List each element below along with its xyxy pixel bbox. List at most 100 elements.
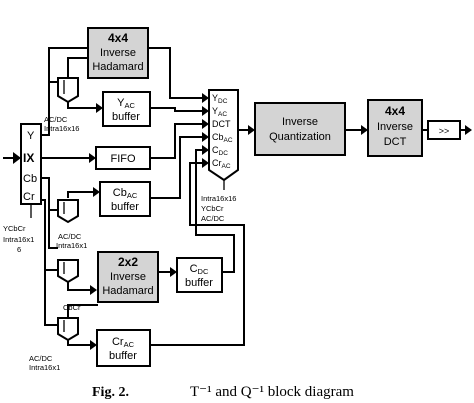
center-port-3-name: Cb [212,132,224,142]
crac-buffer-block: CrAC buffer [96,329,151,367]
shift-block: >> [427,120,461,140]
h4-line3: Hadamard [92,61,143,73]
hadamard-2x2-block: 2x2 Inverse Hadamard [97,251,159,303]
cbac-sub: AC [127,191,138,200]
center-port-0: YDC [212,93,228,105]
wire-y-bus [41,47,88,136]
left-demux: Y IX Cb Cr YCbCr Intra16x1 6 [3,123,42,254]
center-port-5-name: Cr [212,158,222,168]
iq-line2: Quantization [269,131,331,143]
yac-buffer-label: buffer [112,111,140,123]
fifo-label: FIFO [110,153,135,165]
center-port-4: CDC [212,145,228,157]
wire-fifo-to-dct [150,123,202,159]
mux-4: AC/DC Intra16x1 [29,317,79,372]
mux-2: AC/DC Intra16x1 [56,199,87,250]
wire-yac-to-mux [150,107,202,112]
wire-cb-to-mux3 [48,210,58,249]
demux-footer-1: YCbCr [3,224,26,233]
center-port-1: YAC [212,106,227,118]
arrow-dct [202,119,209,129]
idct-line1: 4x4 [385,104,405,118]
arrow-fifo [89,153,96,163]
inverse-quantization-block: Inverse Quantization [254,102,346,156]
cdc-buffer-label: buffer [185,277,213,289]
arrow-out [465,125,472,135]
arrow-idct [361,125,368,135]
arrow-cdc [170,267,177,277]
center-port-3: CbAC [212,132,233,144]
center-port-2: DCT [212,119,231,129]
demux-port-cb: Cb [23,173,37,185]
hadamard-4x4-block: 4x4 Inverse Hadamard [87,27,149,79]
h2-line3: Hadamard [102,285,153,297]
demux-port-y: Y [27,130,35,142]
center-port-2-name: DCT [212,119,231,129]
wire-h4-to-ydc [148,47,202,99]
demux-port-ix: IX [23,151,34,165]
arrow-crac-in [202,158,209,168]
center-footer-2: YCbCr [201,204,224,213]
wire-mux4-to-crac [67,340,90,346]
fifo-block: FIFO [95,146,151,170]
arrow-cbac-in [202,132,209,142]
wire-cbac-to-mux [150,136,202,199]
yac-sub: AC [124,101,135,110]
mux1-label-1: AC/DC [44,115,68,124]
wire-cdc-to-mux [195,149,235,273]
center-port-4-name: C [212,145,219,155]
wire-cr-bus [41,199,58,326]
wire-h4-to-mux1 [67,57,88,78]
inverse-dct-block: 4x4 Inverse DCT [367,99,423,157]
caption-fig-label: Fig. 2. [92,385,129,400]
arrow-cbac [93,187,100,197]
h2-line1: 2x2 [118,255,138,269]
arrow-yac-in [202,106,209,116]
mux-1: AC/DC Intra16x16 [44,77,79,133]
caption: Fig. 2. T⁻¹ and Q⁻¹ block diagram [92,384,354,400]
yac-buffer-block: YAC buffer [102,91,151,127]
h4-line2: Inverse [100,47,136,59]
wire-cb-bus [41,177,58,211]
center-footer-1: Intra16x16 [201,194,236,203]
center-port-4-sub: DC [219,150,229,157]
h2-line2: Inverse [110,271,146,283]
mux4-label-2: Intra16x1 [29,363,60,372]
wire-mux2-to-cbac [67,191,93,198]
cdc-sub: DC [198,267,209,276]
center-port-3-sub: AC [224,137,233,144]
mux-3: CbCr [57,259,81,312]
crac-buffer-label: buffer [109,350,137,362]
shift-label: >> [439,126,450,136]
mux4-label-1: AC/DC [29,354,53,363]
iq-line1: Inverse [282,116,318,128]
arrow-yac [96,103,103,113]
idct-line2: Inverse [377,121,413,133]
crac-sub: AC [124,340,135,349]
wire-mux1-to-yac [67,100,96,109]
demux-port-cr: Cr [23,191,35,203]
mux2-label-2: Intra16x1 [56,241,87,250]
center-port-1-name: Y [212,106,218,116]
center-port-0-name: Y [212,93,218,103]
arrow-crac [90,340,97,350]
mux2-label-1: AC/DC [58,232,82,241]
wire-mux3-to-h2 [67,280,90,291]
wire-crac-to-mux [150,162,245,346]
svg-text:CbAC: CbAC [113,187,138,200]
cbac-name: Cb [113,187,127,199]
svg-text:CrAC: CrAC [112,336,135,349]
arrow-ydc [202,93,209,103]
center-port-5: CrAC [212,158,231,170]
demux-footer-2: Intra16x1 [3,235,34,244]
svg-text:YAC: YAC [117,97,135,110]
center-footer-3: AC/DC [201,214,225,223]
cdc-name: C [190,263,198,275]
arrow-h2-in [90,285,97,295]
mux1-label-2: Intra16x16 [44,124,79,133]
center-port-0-sub: DC [218,98,228,105]
center-port-5-sub: AC [222,163,231,170]
input-arrow [13,152,21,164]
